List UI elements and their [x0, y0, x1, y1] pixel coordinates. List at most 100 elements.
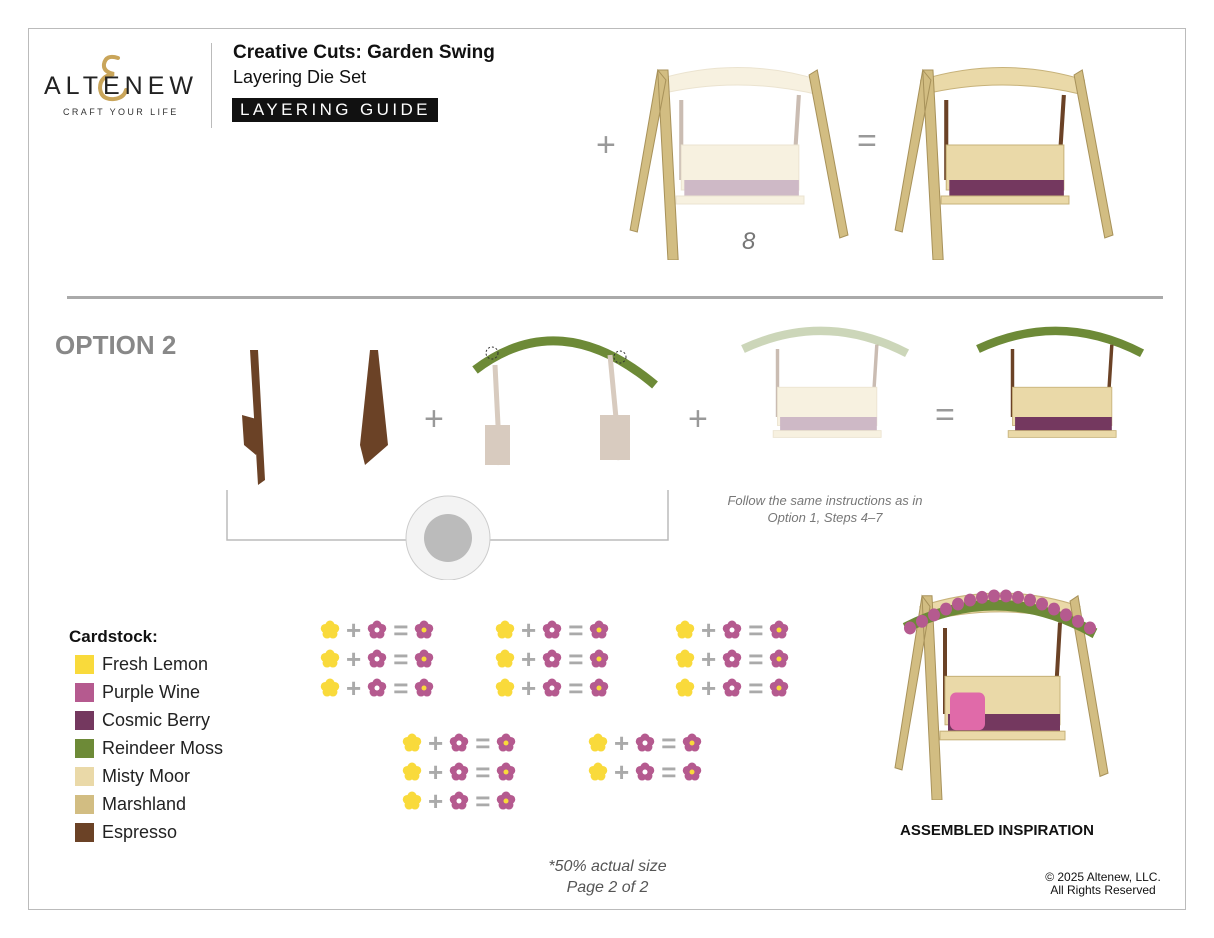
flower-icon — [449, 791, 469, 810]
flower-icon — [683, 733, 702, 752]
flower-step-row: += — [588, 757, 702, 787]
equals-sign: = — [568, 615, 584, 645]
flower-icon — [542, 620, 562, 639]
flower-icon — [320, 649, 340, 668]
equals-sign: = — [393, 615, 409, 645]
flower-step-row: += — [402, 728, 516, 758]
equals-sign: = — [857, 122, 877, 160]
page-title: Creative Cuts: Garden Swing — [233, 42, 495, 63]
flower-icon — [588, 762, 608, 781]
flower-step-row: += — [320, 615, 434, 645]
legend-label: Reindeer Moss — [102, 737, 224, 758]
equals-sign: = — [475, 757, 491, 787]
bracket-with-circle-die — [226, 490, 669, 580]
flower-icon — [320, 678, 340, 697]
flower-icon — [722, 620, 742, 639]
equals-sign: = — [935, 396, 955, 434]
flower-icon — [367, 678, 387, 697]
plus-sign: + — [346, 673, 362, 703]
legend-label: Espresso — [102, 821, 178, 842]
color-swatch — [75, 654, 94, 674]
flower-icon — [722, 678, 742, 697]
legend-title: Cardstock: — [69, 627, 158, 646]
legend-label: Fresh Lemon — [102, 653, 209, 674]
color-swatch — [75, 738, 94, 758]
flower-icon — [635, 762, 655, 781]
equals-sign: = — [748, 644, 764, 674]
assembled-inspiration-illustration — [890, 585, 1110, 801]
flower-icon — [770, 649, 789, 668]
flower-icon — [590, 678, 609, 697]
equals-sign: = — [393, 644, 409, 674]
flower-icon — [590, 649, 609, 668]
flower-icon — [675, 649, 695, 668]
equals-sign: = — [475, 728, 491, 758]
legend-item: Cosmic Berry — [75, 706, 223, 734]
plus-sign: + — [614, 728, 630, 758]
plus-sign: + — [521, 644, 537, 674]
flower-icon — [402, 791, 422, 810]
flower-icon — [415, 678, 434, 697]
flower-icon — [415, 620, 434, 639]
color-swatch — [75, 822, 94, 842]
flower-icon — [320, 620, 340, 639]
flower-icon — [722, 649, 742, 668]
vine-arch-illustration — [472, 336, 658, 466]
flower-step-row: += — [495, 675, 609, 701]
legend-label: Cosmic Berry — [102, 709, 211, 730]
flower-icon — [770, 620, 789, 639]
page-frame — [28, 28, 1186, 910]
swing-vine-illustration — [965, 315, 1155, 485]
copyright-text: © 2025 Altenew, LLC. — [1045, 870, 1161, 884]
flower-icon — [770, 678, 789, 697]
legend-item: Misty Moor — [75, 762, 223, 790]
page-subtitle: Layering Die Set — [233, 67, 367, 87]
plus-sign: + — [688, 400, 708, 438]
equals-sign: = — [661, 757, 677, 787]
plus-sign: + — [428, 728, 444, 758]
scale-note: *50% actual size — [548, 858, 667, 875]
equals-sign: = — [748, 615, 764, 645]
flower-icon — [367, 649, 387, 668]
flower-icon — [497, 791, 516, 810]
flower-icon — [495, 649, 515, 668]
flower-icon — [588, 733, 608, 752]
page-number: Page 2 of 2 — [566, 879, 649, 896]
legend-item: Purple Wine — [75, 678, 223, 706]
flower-icon — [449, 762, 469, 781]
section-divider — [67, 296, 1163, 299]
flower-icon — [497, 762, 516, 781]
plus-sign: + — [428, 786, 444, 816]
plus-sign: + — [596, 126, 616, 164]
color-swatch — [75, 710, 94, 730]
flower-step-row: += — [320, 644, 434, 674]
chain-pieces-illustration — [242, 350, 388, 485]
plus-sign: + — [424, 400, 444, 438]
legend-item: Espresso — [75, 818, 223, 846]
flower-icon — [367, 620, 387, 639]
plus-sign: + — [701, 644, 717, 674]
equals-sign: = — [393, 673, 409, 703]
logo: ALTENEW — [44, 72, 198, 100]
guide-badge: LAYERING GUIDE — [232, 98, 438, 122]
inspiration-label: ASSEMBLED INSPIRATION — [900, 822, 1094, 839]
flower-icon — [402, 762, 422, 781]
flower-icon — [495, 678, 515, 697]
plus-sign: + — [614, 757, 630, 787]
flower-icon — [675, 620, 695, 639]
legend-label: Purple Wine — [102, 681, 201, 702]
flower-icon — [683, 762, 702, 781]
equals-sign: = — [568, 644, 584, 674]
legend-item: Marshland — [75, 790, 223, 818]
option-heading: OPTION 2 — [55, 330, 177, 360]
flower-step-row: += — [495, 644, 609, 674]
header-divider — [211, 43, 212, 128]
equals-sign: = — [661, 728, 677, 758]
flower-icon — [449, 733, 469, 752]
flower-icon — [675, 678, 695, 697]
flower-icon — [542, 678, 562, 697]
rights-text: All Rights Reserved — [1050, 883, 1156, 897]
copyright: © 2025 Altenew, LLC.All Rights Reserved — [1020, 871, 1186, 897]
